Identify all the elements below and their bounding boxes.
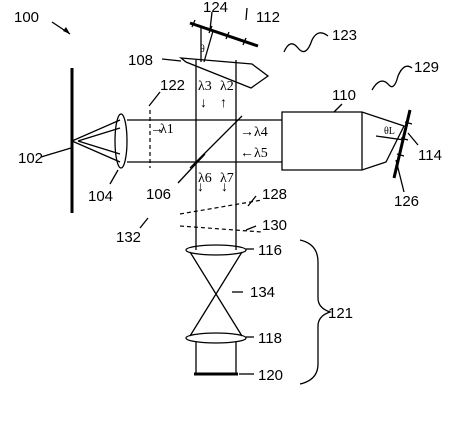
arrow-down-w7: ↓ (221, 180, 228, 195)
label-122: 122 (160, 77, 185, 94)
source-ray-inner-top (77, 127, 121, 142)
label-104: 104 (88, 188, 113, 205)
label-114: 114 (418, 147, 442, 164)
arrow-left-w5: ← (240, 146, 254, 161)
label-126: 126 (394, 193, 419, 210)
label-118: 118 (258, 330, 282, 347)
grating-right-tick (404, 121, 413, 125)
label-130: 130 (262, 217, 287, 234)
label-116: 116 (258, 242, 282, 259)
leader-128 (247, 195, 257, 207)
leader-132 (139, 217, 149, 229)
leader-130 (245, 225, 257, 231)
leader-114 (407, 132, 419, 146)
label-129: 129 (414, 59, 439, 76)
grating-tick (191, 19, 196, 28)
theta-ray-top (203, 30, 214, 63)
label-124: 124 (203, 0, 228, 16)
wavelength-6: λ6 (198, 171, 212, 186)
wavelength-1: λ1 (160, 122, 174, 137)
leader-106 (177, 153, 206, 184)
label-134: 134 (250, 284, 275, 301)
dashed-128 (179, 199, 263, 215)
leader-126 (395, 159, 405, 193)
grating-tick (225, 31, 230, 40)
lens-104 (114, 113, 128, 169)
label-106: 106 (146, 186, 171, 203)
wedge-108 (178, 57, 270, 89)
label-110: 110 (332, 87, 356, 104)
leader-102 (40, 147, 72, 158)
angle-theta-right: θL (384, 126, 395, 137)
label-100: 100 (14, 9, 39, 26)
beam-splitter-106 (189, 115, 243, 169)
label-132: 132 (116, 229, 141, 246)
source-ray-bottom (71, 140, 121, 163)
source-ray-top (71, 119, 121, 142)
leader-108 (161, 58, 182, 62)
wavelength-5: λ5 (254, 146, 268, 161)
grating-112 (189, 21, 259, 48)
label-112: 112 (256, 9, 280, 26)
squiggle-129 (371, 65, 413, 91)
leader-122 (148, 91, 161, 107)
arrowhead-100 (63, 27, 70, 34)
wavelength-3: λ3 (198, 79, 212, 94)
block-110 (281, 111, 405, 171)
arrow-down-w6: ↓ (197, 180, 204, 195)
wavelength-7: λ7 (220, 171, 234, 186)
label-102: 102 (18, 150, 43, 167)
label-108: 108 (128, 52, 153, 69)
cross-ray-b (189, 251, 243, 337)
wavelength-2: λ2 (220, 79, 234, 94)
source-ray-inner-bottom (77, 140, 121, 155)
theta-ray-right (375, 135, 405, 141)
arrow-up-w2: ↑ (220, 96, 227, 111)
bracket-121 (299, 239, 333, 385)
grating-right-tick (400, 137, 409, 141)
arrow-right-w1: → (150, 122, 164, 137)
label-121: 121 (328, 305, 353, 322)
label-128: 128 (262, 186, 287, 203)
lens-116 (185, 244, 247, 256)
lens-118 (185, 332, 247, 344)
leader-110 (333, 103, 343, 113)
leader-124 (209, 11, 213, 31)
squiggle-123 (283, 32, 329, 53)
label-120: 120 (258, 367, 283, 384)
label-123: 123 (332, 27, 357, 44)
arrow-down-w3: ↓ (200, 96, 207, 111)
grating-tick (242, 37, 247, 46)
leader-112 (245, 7, 248, 21)
grating-right-tick (396, 153, 405, 157)
wavelength-4: λ4 (254, 125, 268, 140)
angle-theta-top: θ (200, 44, 205, 55)
grating-126 (392, 109, 412, 179)
leader-104 (109, 169, 119, 185)
arrow-right-w4: → (240, 125, 254, 140)
